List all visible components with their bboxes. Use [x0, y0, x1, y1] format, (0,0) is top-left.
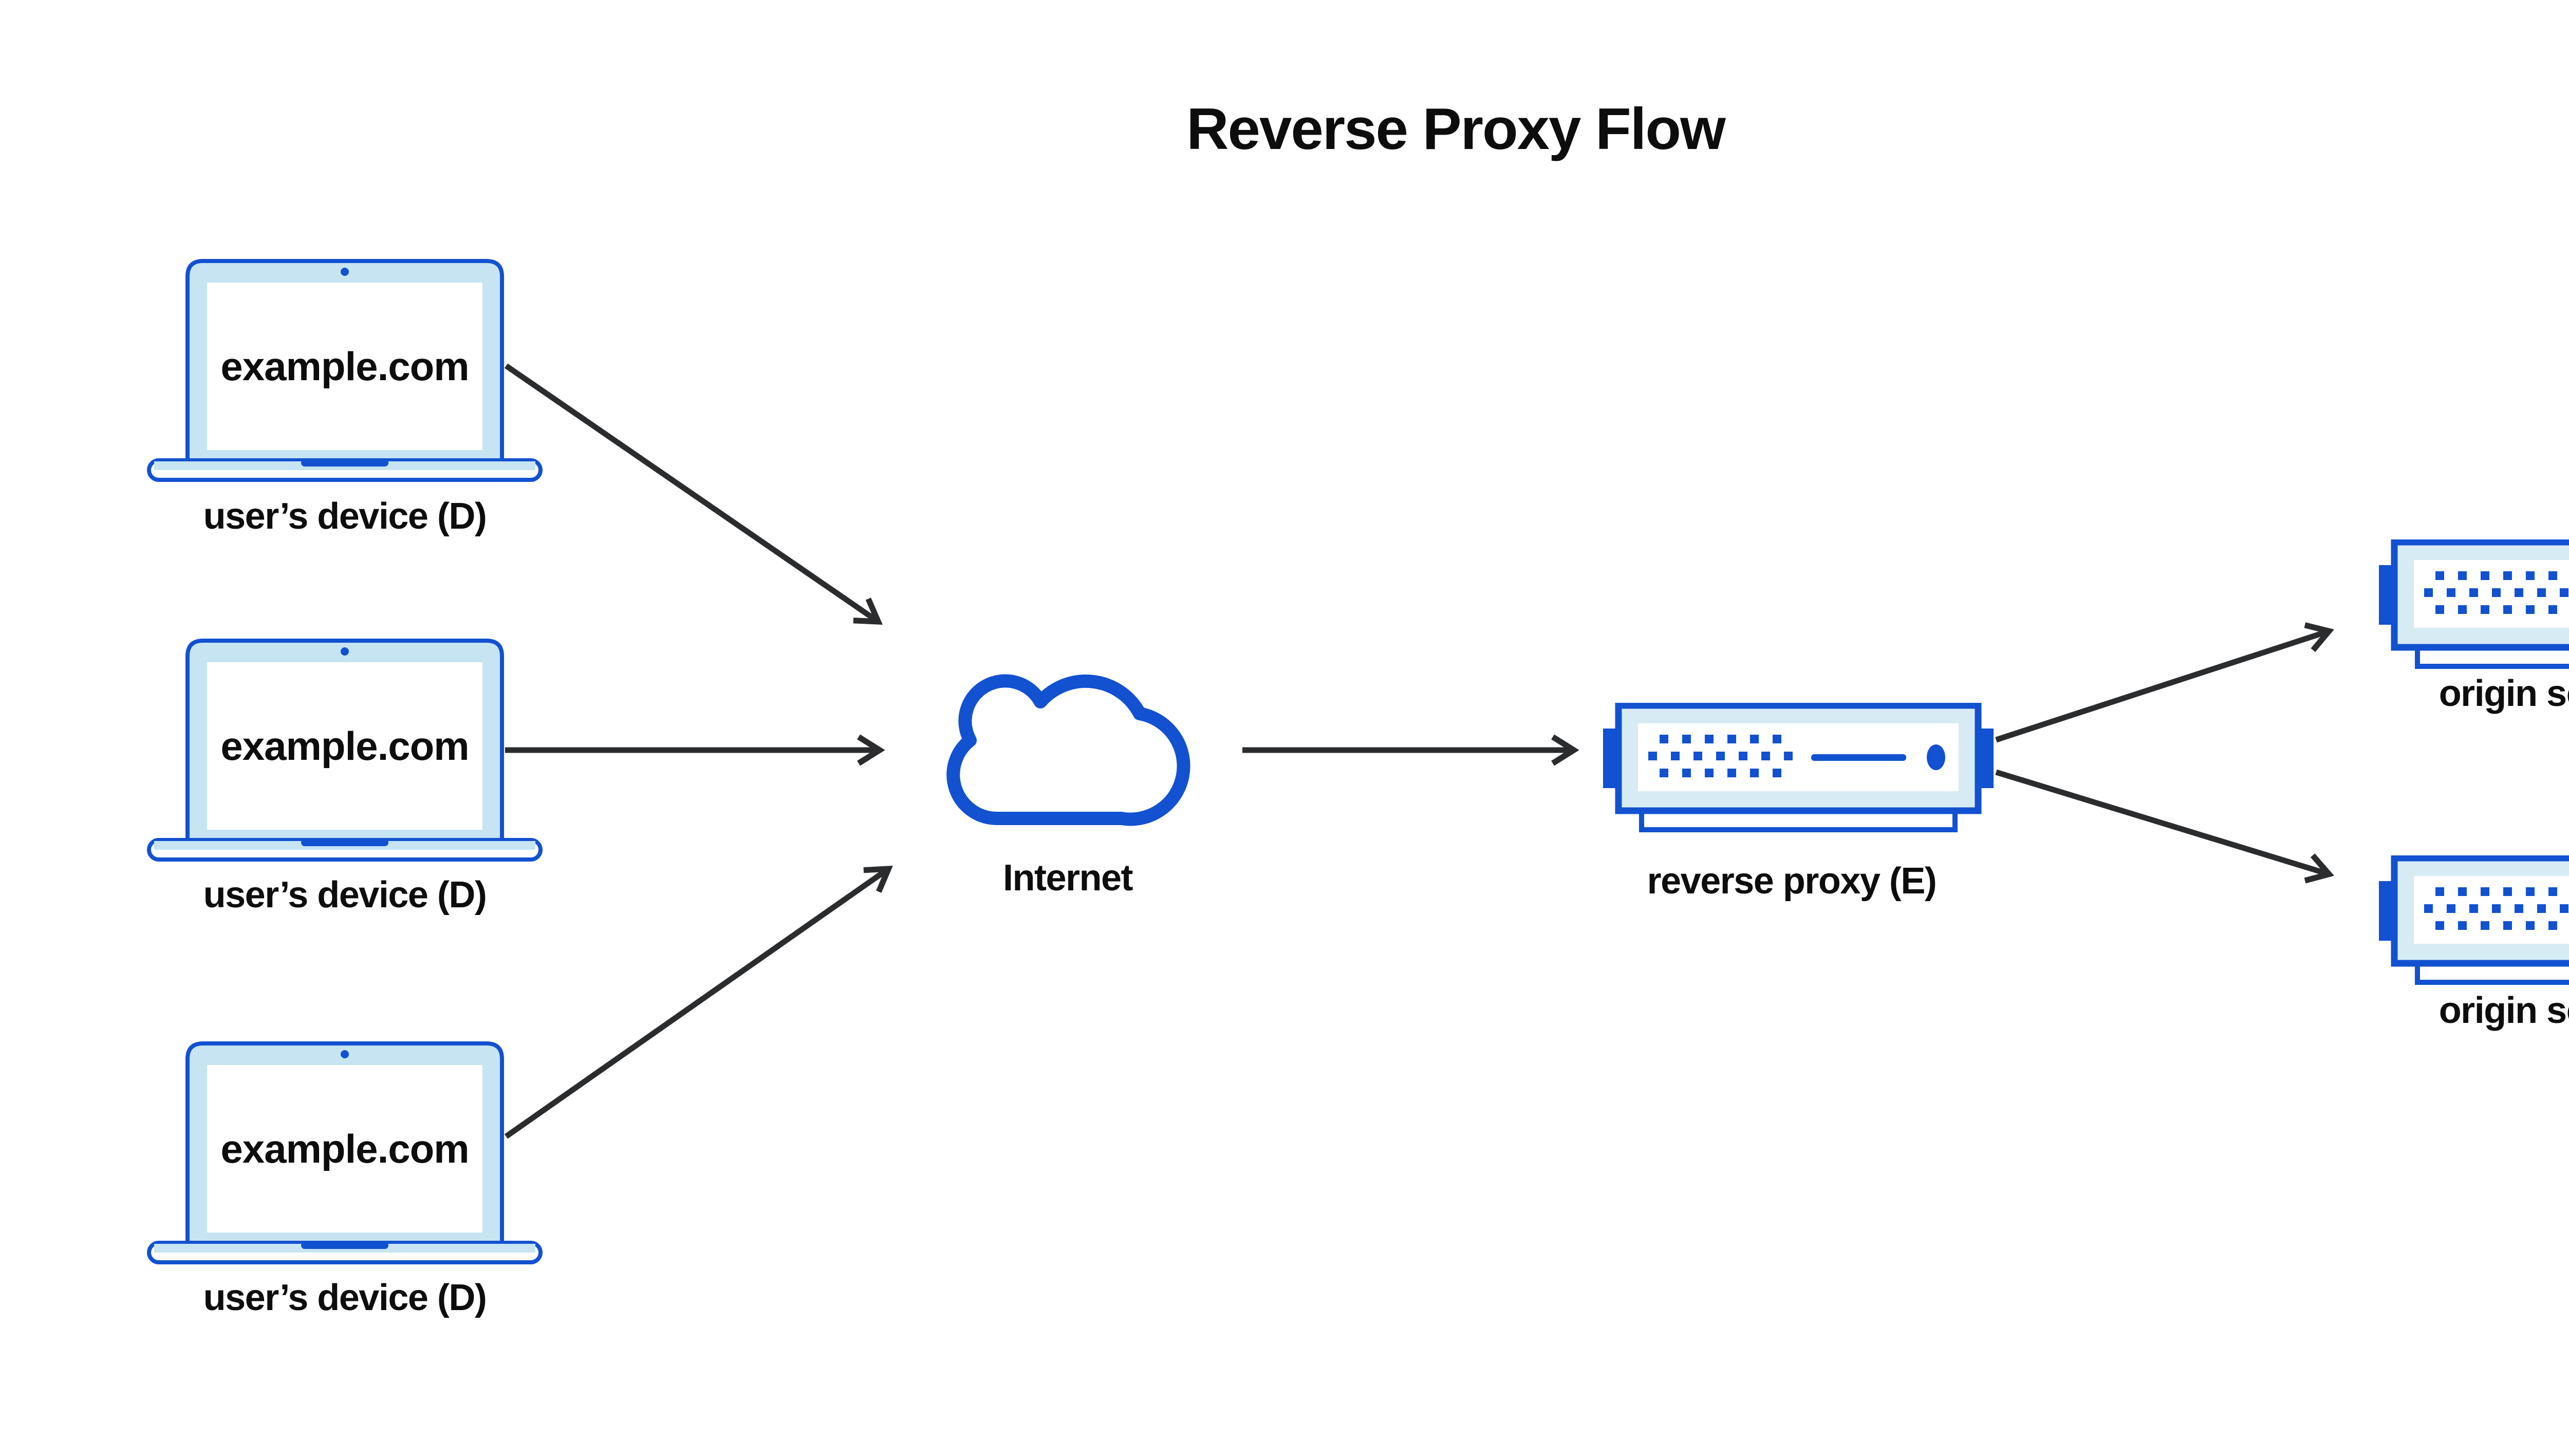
hinge-notch-icon: [301, 839, 388, 846]
user-device-1: example.com: [147, 259, 543, 482]
server-vents: [2424, 571, 2568, 614]
server-vents: [1648, 735, 1793, 777]
laptop-icon: [147, 639, 543, 862]
arrow-proxy-origin1: [1995, 632, 2326, 743]
camera-dot-icon: [341, 1050, 349, 1058]
arrow-proxy-origin2: [1995, 769, 2326, 873]
user-device-3-label: user’s device (D): [203, 1277, 487, 1318]
user-device-2: example.com: [147, 639, 543, 862]
device-screen-text: example.com: [220, 343, 469, 389]
reverse-proxy-node: [1603, 702, 1994, 836]
laptop-icon: [147, 1041, 543, 1264]
device-screen-text: example.com: [220, 1126, 469, 1171]
camera-dot-icon: [341, 268, 349, 276]
origin-server-2-label: origin server (F): [2438, 990, 2569, 1031]
camera-dot-icon: [341, 647, 349, 656]
internet-label: Internet: [1002, 857, 1133, 899]
device-screen-text: example.com: [220, 723, 469, 769]
user-device-2-label: user’s device (D): [203, 874, 487, 916]
laptop-icon: [147, 259, 543, 482]
page-title: Reverse Proxy Flow: [1186, 97, 1726, 162]
server-slot-line: [1811, 754, 1906, 761]
hinge-notch-icon: [301, 1242, 388, 1249]
server-power-dot: [1927, 744, 1945, 770]
user-device-3: example.com: [147, 1041, 543, 1264]
arrow-device3-internet: [504, 870, 886, 1139]
reverse-proxy-label: reverse proxy (E): [1647, 861, 1937, 902]
cloud-icon: [946, 674, 1190, 826]
internet-node: [920, 653, 1197, 828]
hinge-notch-icon: [301, 459, 388, 466]
origin-server-1: [2379, 538, 2569, 673]
server-icon: [2379, 538, 2569, 669]
server-icon: [1603, 702, 1994, 832]
origin-server-1-label: origin server (F): [2438, 673, 2569, 714]
arrow-device1-internet: [504, 363, 876, 620]
server-vents: [2424, 887, 2568, 930]
server-icon: [2379, 854, 2569, 985]
origin-server-2: [2379, 854, 2569, 989]
user-device-1-label: user’s device (D): [203, 496, 487, 537]
